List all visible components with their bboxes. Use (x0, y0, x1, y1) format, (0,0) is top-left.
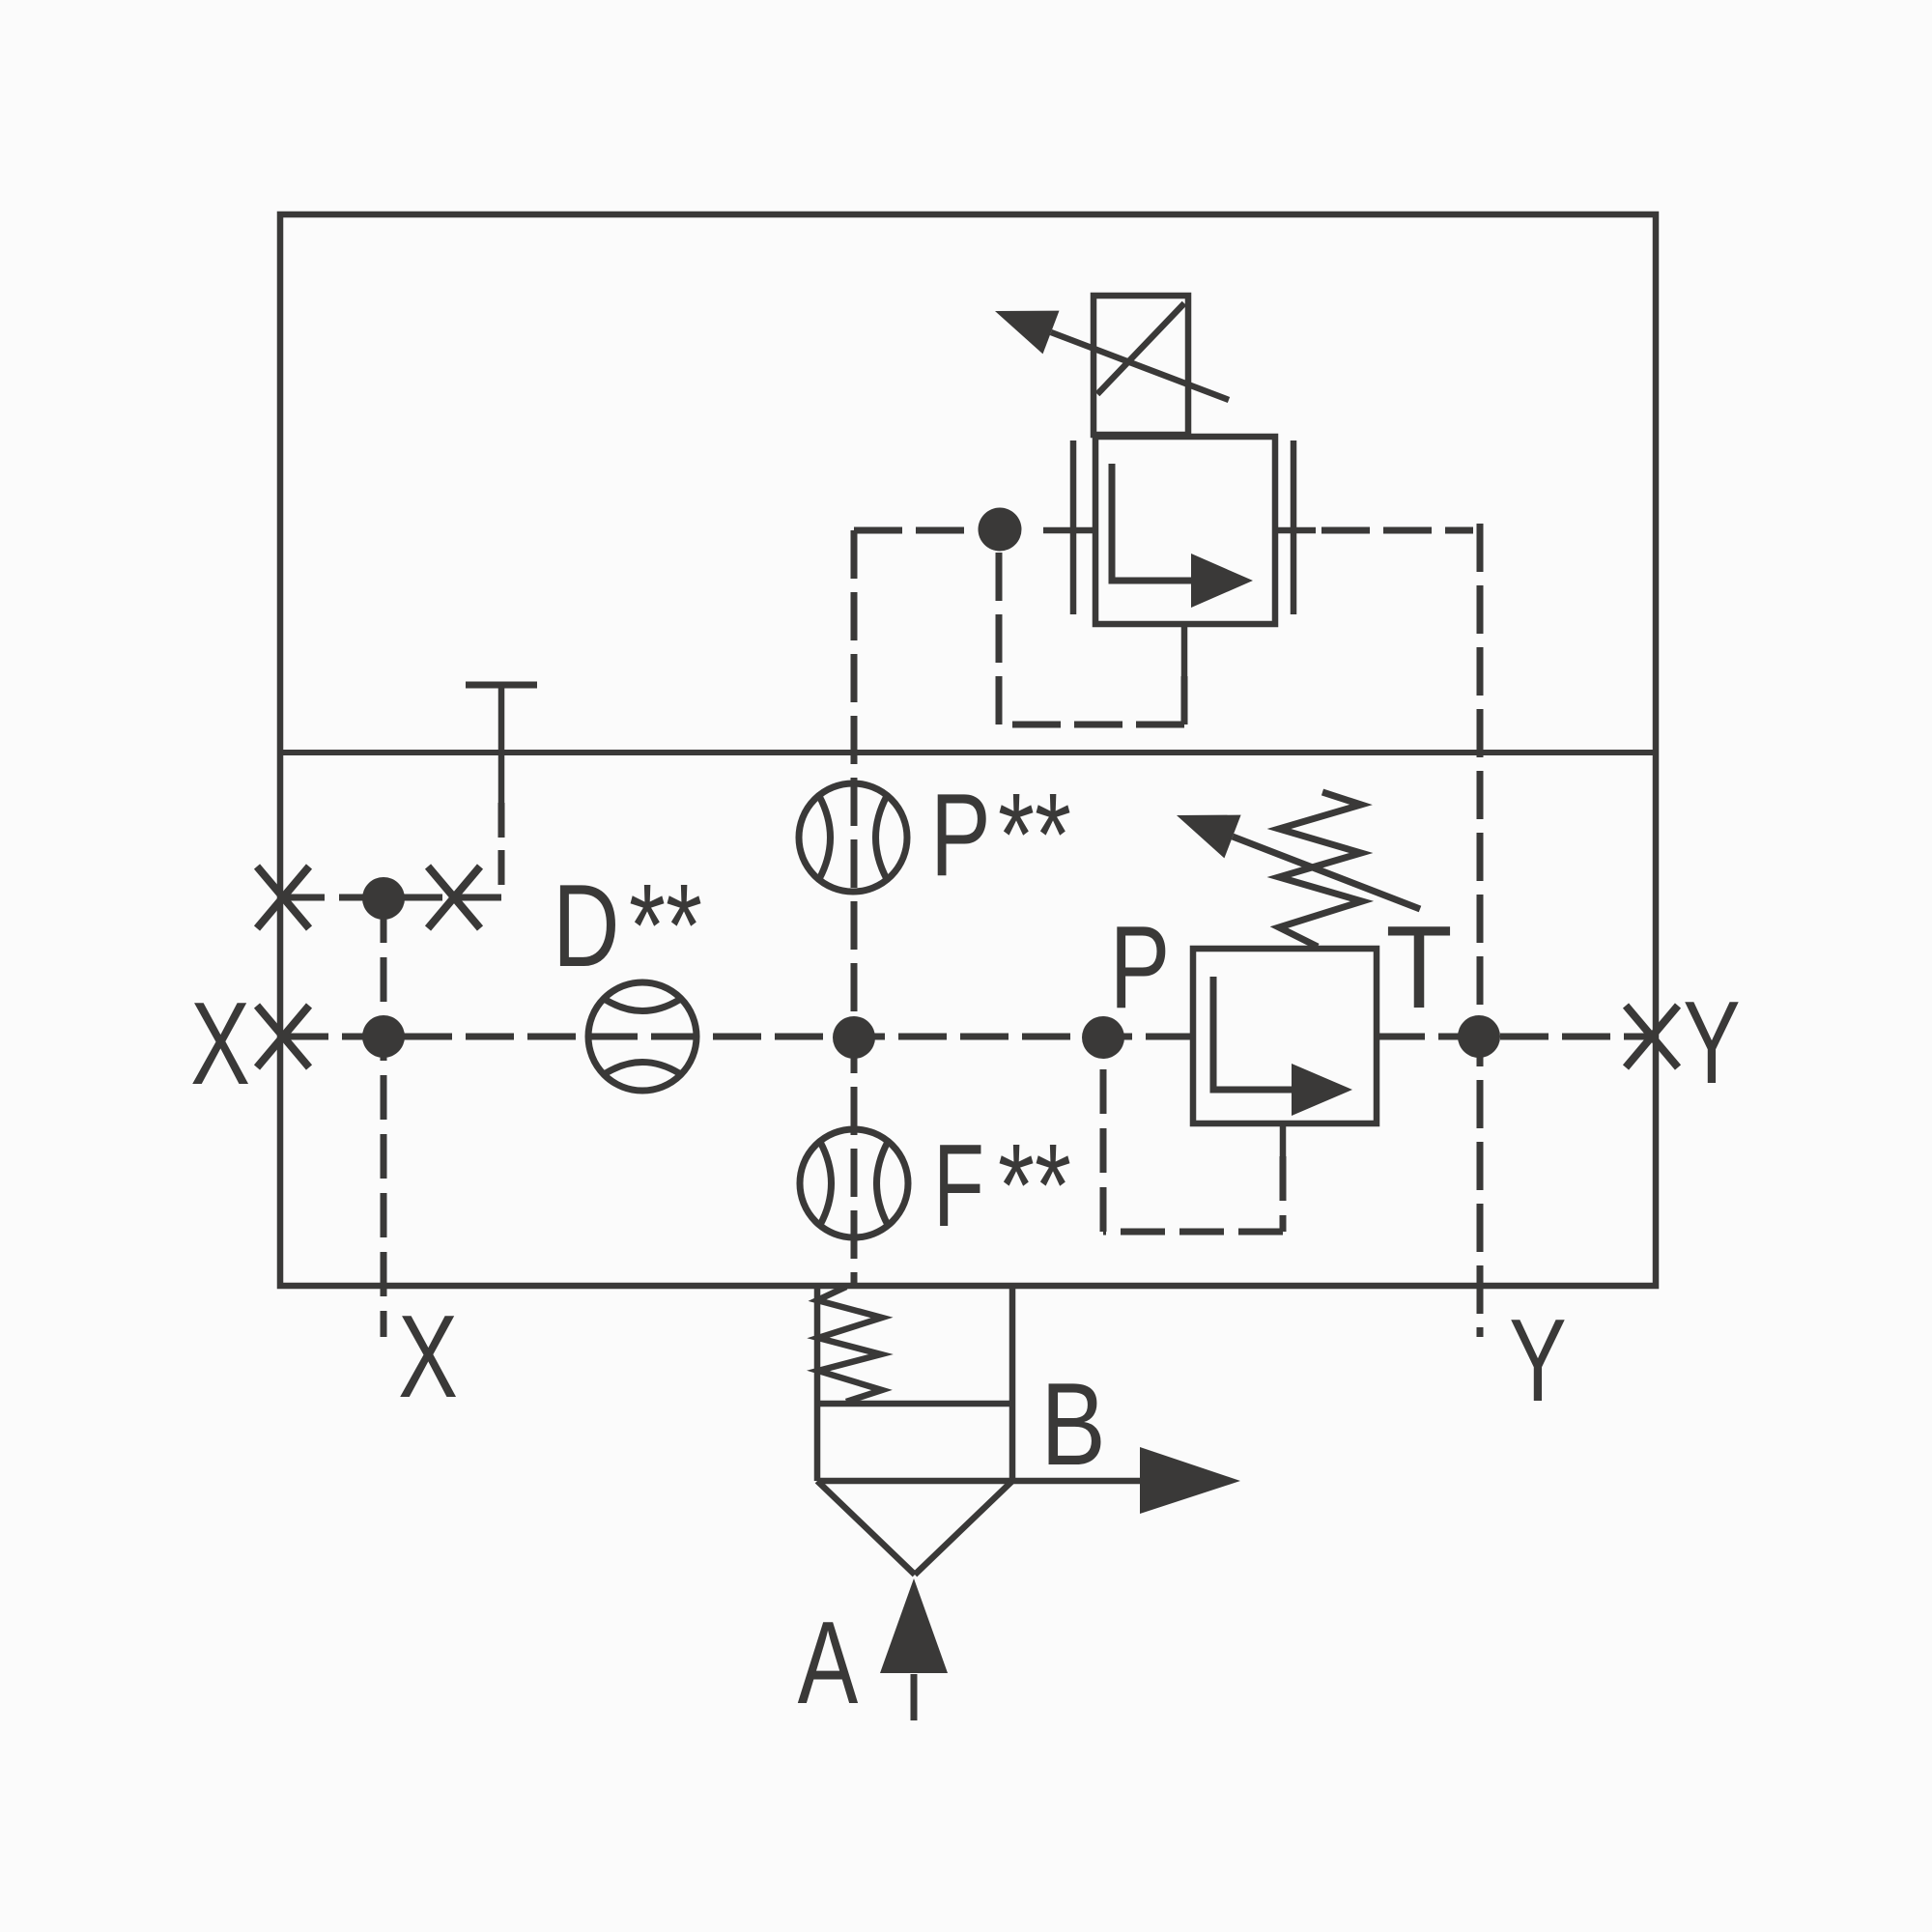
svg-text:**: ** (629, 861, 702, 992)
svg-text:X: X (190, 978, 250, 1109)
svg-text:D: D (553, 860, 620, 991)
svg-text:**: ** (998, 770, 1071, 901)
svg-text:P: P (1110, 901, 1171, 1034)
svg-text:F: F (933, 1120, 984, 1251)
svg-text:A: A (798, 1597, 859, 1729)
svg-text:T: T (1385, 900, 1452, 1033)
svg-text:Y: Y (1683, 976, 1740, 1108)
svg-text:**: ** (998, 1121, 1071, 1252)
svg-text:P: P (930, 769, 991, 901)
svg-text:Y: Y (1509, 1293, 1566, 1426)
svg-text:B: B (1040, 1358, 1106, 1490)
svg-text:X: X (398, 1291, 458, 1422)
